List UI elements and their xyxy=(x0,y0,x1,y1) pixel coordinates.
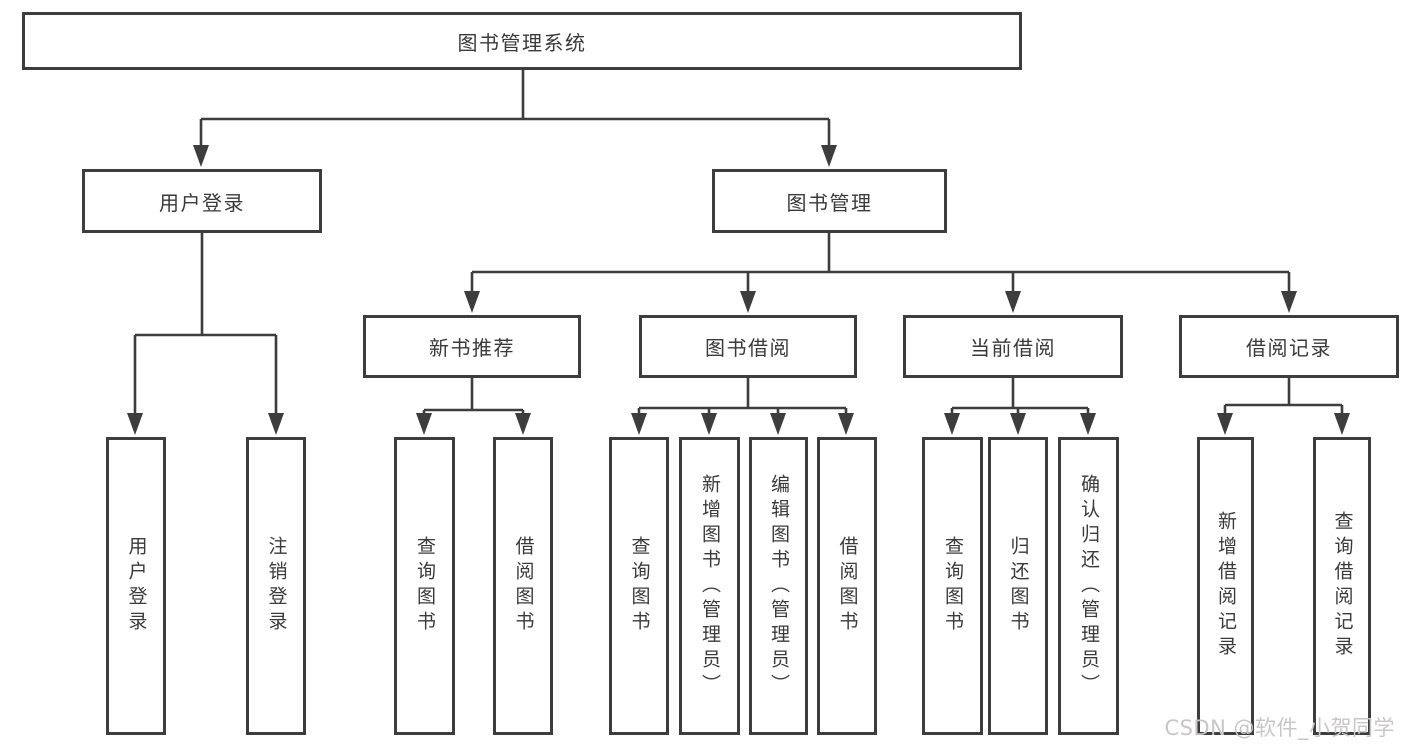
node-label: 用户登录 xyxy=(159,190,245,215)
node-label: 查询图书 xyxy=(414,536,436,636)
leaf-return-book: 归还图书 xyxy=(988,437,1048,735)
node-label: 注销登录 xyxy=(265,536,288,636)
leaf-query-books-recommend: 查询图书 xyxy=(394,437,455,735)
branch-book-borrow: 图书借阅 xyxy=(639,315,857,378)
node-label: 当前借阅 xyxy=(970,336,1056,360)
node-label: 新增图书（管理员） xyxy=(699,473,721,699)
branch-current-borrow: 当前借阅 xyxy=(903,315,1123,378)
node-label: 查询图书 xyxy=(628,536,651,636)
node-label: 归还图书 xyxy=(1007,536,1030,636)
node-label: 查询借阅记录 xyxy=(1331,511,1354,661)
branch-user-login: 用户登录 xyxy=(82,169,322,233)
node-label: 确认归还（管理员） xyxy=(1078,473,1100,699)
leaf-confirm-return-admin: 确认归还（管理员） xyxy=(1058,437,1119,735)
node-label: 图书管理 xyxy=(786,190,873,215)
node-label: 借阅图书 xyxy=(836,536,859,636)
leaf-borrow-books-recommend: 借阅图书 xyxy=(493,437,553,735)
leaf-query-books-borrow: 查询图书 xyxy=(609,437,669,735)
node-label: 借阅图书 xyxy=(512,536,535,636)
leaf-borrow-books-borrow: 借阅图书 xyxy=(817,437,877,735)
node-label: 编辑图书（管理员） xyxy=(768,473,790,699)
node-library-system: 图书管理系统 xyxy=(22,12,1022,70)
watermark: CSDN @软件_小贺同学 xyxy=(1164,716,1395,740)
leaf-logout: 注销登录 xyxy=(246,437,306,735)
leaf-query-borrow-record: 查询借阅记录 xyxy=(1313,437,1371,735)
node-label: 新增借阅记录 xyxy=(1215,511,1237,661)
node-label: 新书推荐 xyxy=(429,336,515,360)
leaf-user-login: 用户登录 xyxy=(106,437,166,735)
branch-new-book-recommend: 新书推荐 xyxy=(363,315,581,378)
node-label: 查询图书 xyxy=(942,536,964,636)
node-label: 图书借阅 xyxy=(705,336,791,360)
branch-book-management: 图书管理 xyxy=(712,169,947,233)
leaf-add-borrow-record: 新增借阅记录 xyxy=(1197,437,1254,735)
leaf-query-books-current: 查询图书 xyxy=(922,437,983,735)
branch-borrow-records: 借阅记录 xyxy=(1179,315,1399,378)
node-label: 图书管理系统 xyxy=(457,30,587,55)
node-label: 借阅记录 xyxy=(1246,336,1332,360)
node-label: 用户登录 xyxy=(125,536,148,636)
leaf-add-book-admin: 新增图书（管理员） xyxy=(679,437,740,735)
leaf-edit-book-admin: 编辑图书（管理员） xyxy=(749,437,808,735)
